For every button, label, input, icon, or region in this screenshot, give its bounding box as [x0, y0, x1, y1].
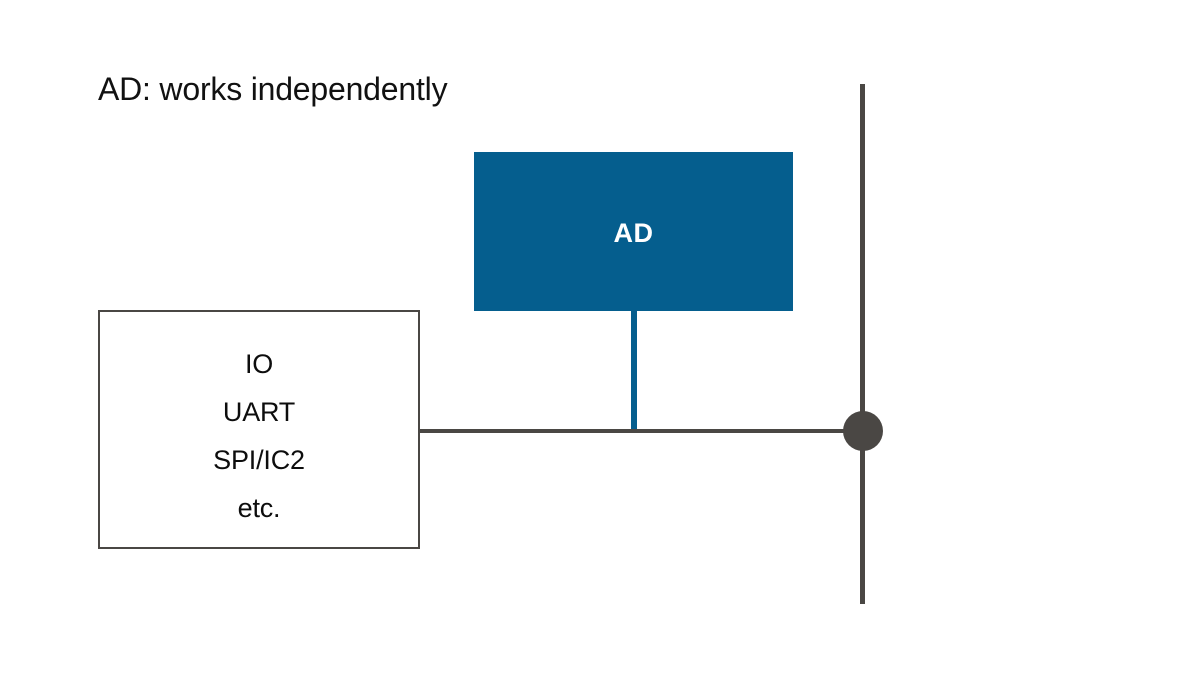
ad-to-bus-connector	[631, 311, 637, 433]
peripherals-line-etc: etc.	[237, 493, 281, 523]
peripherals-to-bus-connector	[419, 429, 864, 433]
peripherals-block[interactable]: IO UART SPI/IC2 etc.	[98, 310, 420, 549]
main-bus-line	[860, 84, 865, 604]
bus-junction-node	[843, 411, 883, 451]
ad-block-label: AD	[613, 218, 654, 248]
ad-block[interactable]: AD	[474, 152, 793, 311]
peripherals-line-spi-ic2: SPI/IC2	[213, 445, 305, 475]
page-title: AD: works independently	[98, 71, 448, 107]
peripherals-line-uart: UART	[222, 397, 296, 427]
peripherals-line-io: IO	[244, 349, 274, 379]
